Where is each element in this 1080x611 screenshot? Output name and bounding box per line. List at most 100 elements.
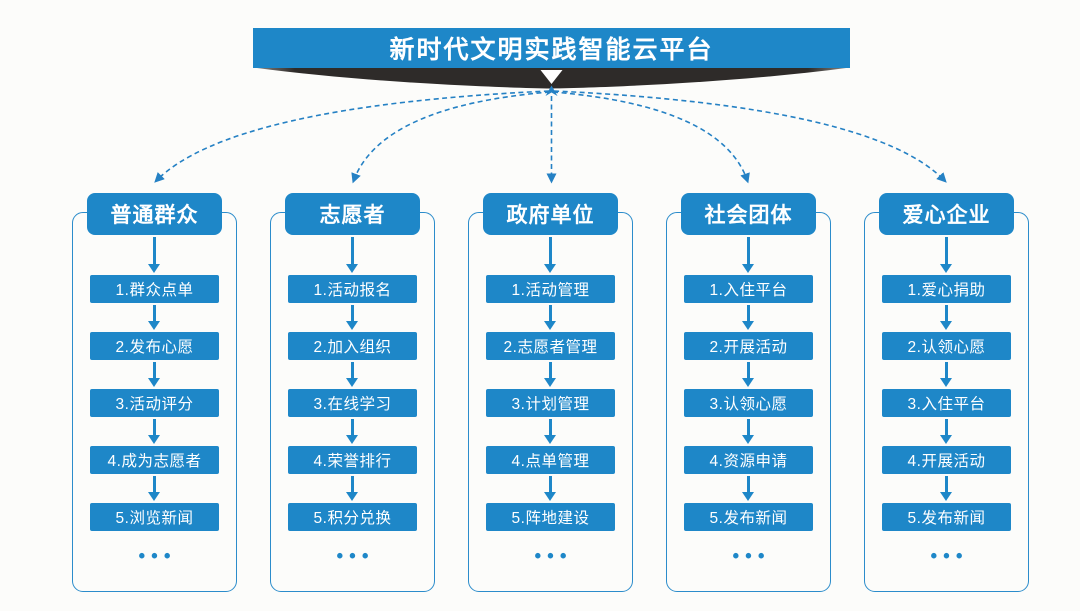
step-label: 5.发布新闻 bbox=[709, 510, 788, 527]
arrow-down-icon bbox=[741, 362, 757, 387]
ribbon-down-triangle-icon bbox=[540, 70, 563, 84]
step-label: 3.活动评分 bbox=[115, 396, 194, 413]
column-title: 志愿者 bbox=[319, 204, 386, 227]
ellipsis-dots: ••• bbox=[336, 546, 375, 567]
arrow-down-icon bbox=[345, 237, 361, 273]
column-header: 社会团体 bbox=[681, 193, 816, 235]
column-header: 爱心企业 bbox=[879, 193, 1014, 235]
step-box: 4.开展活动 bbox=[882, 446, 1011, 474]
step-label: 4.资源申请 bbox=[709, 453, 788, 470]
step-label: 3.入住平台 bbox=[907, 396, 986, 413]
column-volunteers: 志愿者 1.活动报名 2.加入组织 3.在线学习 4.荣誉排行 5.积分兑换 •… bbox=[270, 193, 435, 592]
step-box: 4.资源申请 bbox=[684, 446, 813, 474]
step-label: 4.点单管理 bbox=[511, 453, 590, 470]
column-social-organizations: 社会团体 1.入住平台 2.开展活动 3.认领心愿 4.资源申请 5.发布新闻 … bbox=[666, 193, 831, 592]
step-label: 1.入住平台 bbox=[709, 282, 788, 299]
arrow-down-icon bbox=[543, 476, 559, 501]
step-box: 3.入住平台 bbox=[882, 389, 1011, 417]
step-label: 3.在线学习 bbox=[313, 396, 392, 413]
step-box: 2.志愿者管理 bbox=[486, 332, 615, 360]
step-label: 5.阵地建设 bbox=[511, 510, 590, 527]
arrow-down-icon bbox=[939, 476, 955, 501]
step-label: 5.积分兑换 bbox=[313, 510, 392, 527]
banner-ribbon bbox=[253, 67, 850, 89]
column-title: 社会团体 bbox=[704, 204, 793, 227]
step-label: 3.计划管理 bbox=[511, 396, 590, 413]
step-label: 2.开展活动 bbox=[709, 339, 788, 356]
step-box: 4.荣誉排行 bbox=[288, 446, 417, 474]
step-box: 1.活动报名 bbox=[288, 275, 417, 303]
step-box: 2.加入组织 bbox=[288, 332, 417, 360]
step-box: 5.积分兑换 bbox=[288, 503, 417, 531]
step-label: 4.成为志愿者 bbox=[107, 453, 202, 470]
ellipsis-dots: ••• bbox=[534, 546, 573, 567]
arrow-down-icon bbox=[741, 237, 757, 273]
arrow-down-icon bbox=[147, 419, 163, 444]
arrow-down-icon bbox=[543, 237, 559, 273]
step-label: 2.发布心愿 bbox=[115, 339, 194, 356]
column-header: 志愿者 bbox=[285, 193, 420, 235]
arrow-down-icon bbox=[939, 237, 955, 273]
step-box: 1.群众点单 bbox=[90, 275, 219, 303]
fan-arrow-to-column-2 bbox=[351, 91, 551, 184]
step-box: 4.点单管理 bbox=[486, 446, 615, 474]
fan-origin-up-arrow-icon bbox=[545, 85, 558, 96]
ellipsis-dots: ••• bbox=[732, 546, 771, 567]
step-box: 1.爱心捐助 bbox=[882, 275, 1011, 303]
step-label: 1.活动管理 bbox=[511, 282, 590, 299]
fan-arrow-to-column-4 bbox=[552, 91, 750, 184]
step-label: 2.认领心愿 bbox=[907, 339, 986, 356]
step-box: 5.浏览新闻 bbox=[90, 503, 219, 531]
step-box: 1.活动管理 bbox=[486, 275, 615, 303]
step-box: 3.在线学习 bbox=[288, 389, 417, 417]
step-box: 2.认领心愿 bbox=[882, 332, 1011, 360]
arrow-down-icon bbox=[147, 305, 163, 330]
arrow-down-icon bbox=[543, 305, 559, 330]
step-box: 5.阵地建设 bbox=[486, 503, 615, 531]
step-label: 2.志愿者管理 bbox=[503, 339, 598, 356]
step-label: 4.荣誉排行 bbox=[313, 453, 392, 470]
arrow-down-icon bbox=[147, 362, 163, 387]
step-box: 3.活动评分 bbox=[90, 389, 219, 417]
step-box: 5.发布新闻 bbox=[882, 503, 1011, 531]
arrow-down-icon bbox=[939, 362, 955, 387]
arrow-down-icon bbox=[345, 305, 361, 330]
step-box: 4.成为志愿者 bbox=[90, 446, 219, 474]
column-government-units: 政府单位 1.活动管理 2.志愿者管理 3.计划管理 4.点单管理 5.阵地建设… bbox=[468, 193, 633, 592]
dashed-fan-arrows bbox=[154, 90, 947, 184]
step-label: 4.开展活动 bbox=[907, 453, 986, 470]
step-box: 2.开展活动 bbox=[684, 332, 813, 360]
arrow-down-icon bbox=[939, 305, 955, 330]
step-label: 5.浏览新闻 bbox=[115, 510, 194, 527]
arrow-down-icon bbox=[147, 476, 163, 501]
ellipsis-dots: ••• bbox=[930, 546, 969, 567]
arrow-down-icon bbox=[345, 362, 361, 387]
step-box: 3.认领心愿 bbox=[684, 389, 813, 417]
arrow-down-icon bbox=[741, 305, 757, 330]
step-label: 1.群众点单 bbox=[115, 282, 194, 299]
column-ordinary-people: 普通群众 1.群众点单 2.发布心愿 3.活动评分 4.成为志愿者 5.浏览新闻… bbox=[72, 193, 237, 592]
fan-arrow-to-column-1 bbox=[154, 90, 550, 183]
step-label: 1.爱心捐助 bbox=[907, 282, 986, 299]
arrow-down-icon bbox=[345, 476, 361, 501]
arrow-down-icon bbox=[345, 419, 361, 444]
step-box: 5.发布新闻 bbox=[684, 503, 813, 531]
step-box: 2.发布心愿 bbox=[90, 332, 219, 360]
step-label: 3.认领心愿 bbox=[709, 396, 788, 413]
column-header: 普通群众 bbox=[87, 193, 222, 235]
arrow-down-icon bbox=[147, 237, 163, 273]
platform-title: 新时代文明实践智能云平台 bbox=[389, 36, 714, 64]
arrow-down-icon bbox=[741, 419, 757, 444]
arrow-down-icon bbox=[939, 419, 955, 444]
column-title: 普通群众 bbox=[110, 204, 199, 227]
arrow-down-icon bbox=[741, 476, 757, 501]
platform-title-banner: 新时代文明实践智能云平台 bbox=[253, 28, 850, 68]
step-box: 1.入住平台 bbox=[684, 275, 813, 303]
ellipsis-dots: ••• bbox=[138, 546, 177, 567]
step-box: 3.计划管理 bbox=[486, 389, 615, 417]
arrow-down-icon bbox=[543, 362, 559, 387]
column-title: 政府单位 bbox=[506, 204, 595, 227]
column-header: 政府单位 bbox=[483, 193, 618, 235]
fan-arrow-to-column-5 bbox=[553, 90, 947, 183]
